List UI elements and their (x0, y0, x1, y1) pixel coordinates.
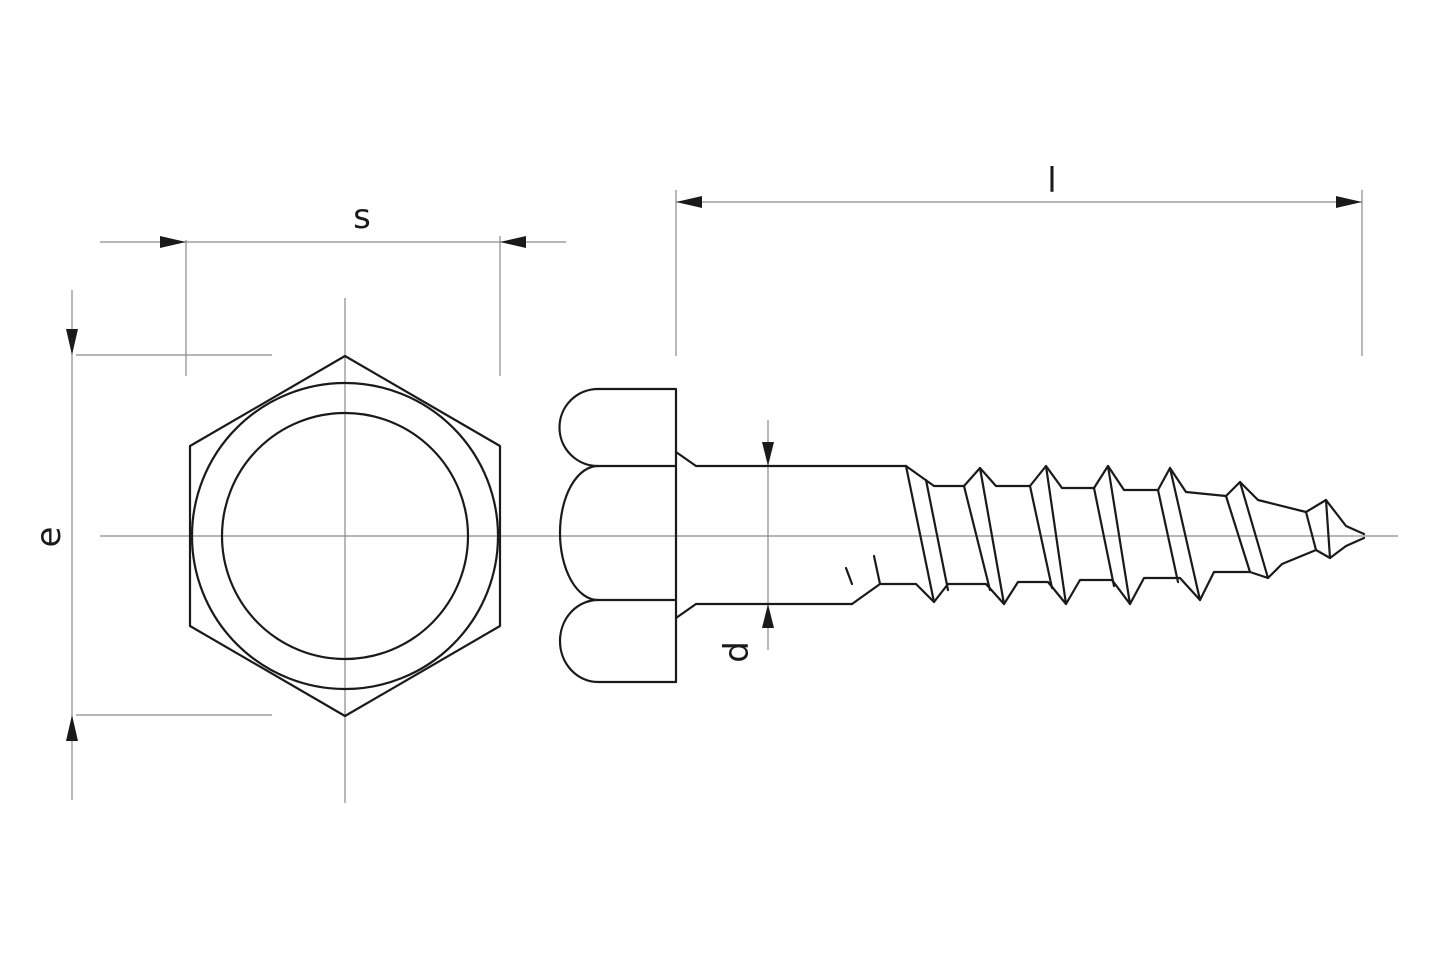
screw-shank (674, 450, 908, 620)
screw-head-side (558, 387, 678, 684)
dimension-d-label: d (717, 641, 757, 663)
dimension-d-arrow-bottom (762, 604, 774, 628)
dimension-l-label: l (1047, 161, 1056, 201)
dimension-e-arrow-top (66, 329, 78, 355)
screw-side-view (558, 387, 1366, 684)
dimension-d-arrow-top (762, 442, 774, 466)
dimension-l-arrow-right (1336, 196, 1362, 208)
washer-face-circle (190, 381, 500, 691)
hex-head-end-view (188, 354, 502, 718)
shank-circle (220, 411, 470, 661)
extension-lines (76, 190, 1363, 716)
dimension-l-arrow-left (676, 196, 702, 208)
hexagon-outline (188, 354, 502, 718)
dimension-e-arrow-bottom (66, 715, 78, 741)
centerlines (100, 298, 1398, 803)
screw-thread (844, 464, 1366, 606)
dimension-s-arrow-left (160, 236, 186, 248)
thread-crest-lines (904, 464, 1332, 606)
thread-start-marks (844, 554, 882, 586)
dimension-e: e (29, 290, 78, 800)
dimension-d: d (717, 420, 774, 663)
dimension-s-arrow-right (500, 236, 526, 248)
dimension-l: l (676, 161, 1362, 208)
dimension-e-label: e (29, 527, 69, 548)
dimension-s: s (100, 197, 566, 248)
dimension-s-label: s (353, 197, 371, 237)
